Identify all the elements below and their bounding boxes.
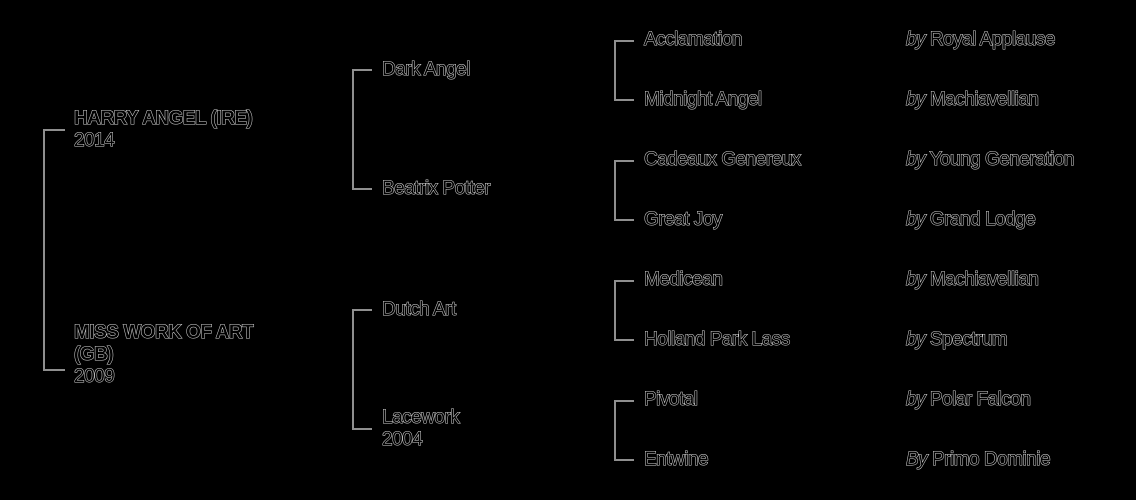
connector-ggp-3: [614, 160, 634, 162]
connector-ggp-4: [614, 219, 634, 221]
great-grandparent-5-sire: by Machiavellian: [905, 269, 1039, 291]
connector-ggp-2: [614, 99, 634, 101]
great-grandparent-8-sire: By Primo Dominie: [905, 449, 1051, 471]
grandparent-4-name: Lacework: [381, 407, 460, 429]
sire-name: Machiavellian: [929, 89, 1039, 111]
connector-parent-2: [43, 369, 65, 371]
connector-parent-1: [43, 129, 65, 131]
connector-ggp-group-3-vertical: [614, 280, 616, 341]
connector-gp-3: [352, 309, 372, 311]
by-label: by: [905, 269, 926, 291]
sire-name: Spectrum: [929, 329, 1008, 351]
connector-parents-vertical: [43, 129, 45, 371]
by-label: by: [905, 29, 926, 51]
great-grandparent-6-sire: by Spectrum: [905, 329, 1008, 351]
great-grandparent-6-name: Holland Park Lass: [644, 329, 791, 351]
connector-ggp-8: [614, 459, 634, 461]
connector-ggp-group-1-vertical: [614, 40, 616, 101]
by-label: by: [905, 89, 926, 111]
by-label: By: [905, 449, 928, 471]
sire-name: Royal Applause: [929, 29, 1056, 51]
great-grandparent-1-sire: by Royal Applause: [905, 29, 1056, 51]
connector-ggp-group-4-vertical: [614, 400, 616, 461]
connector-ggp-7: [614, 400, 634, 402]
great-grandparent-8-name: Entwine: [643, 449, 709, 471]
sire-name: Young Generation: [929, 149, 1075, 171]
connector-gp-4: [352, 428, 372, 430]
by-label: by: [905, 329, 926, 351]
sire-name: Primo Dominie: [931, 449, 1051, 471]
parent-dam-name-line-1: MISS WORK OF ART: [73, 322, 254, 344]
parent-sire-year: 2014: [73, 130, 115, 152]
great-grandparent-3-name: Cadeaux Genereux: [644, 149, 802, 171]
great-grandparent-1-name: Acclamation: [644, 29, 744, 51]
parent-sire-name: HARRY ANGEL (IRE): [73, 108, 253, 130]
by-label: by: [905, 149, 926, 171]
sire-name: Polar Falcon: [929, 389, 1031, 411]
connector-gp-group-1-vertical: [352, 69, 354, 190]
connector-ggp-group-2-vertical: [614, 160, 616, 221]
parent-dam: MISS WORK OF ART (GB) 2009: [73, 322, 254, 388]
grandparent-1-name: Dark Angel: [382, 59, 471, 81]
grandparent-2-name: Beatrix Potter: [381, 178, 491, 200]
sire-name: Grand Lodge: [929, 209, 1036, 231]
great-grandparent-7-sire: by Polar Falcon: [905, 389, 1031, 411]
great-grandparent-5-name: Medicean: [643, 269, 723, 291]
great-grandparent-4-name: Great Joy: [644, 209, 723, 231]
grandparent-3-name: Dutch Art: [382, 299, 457, 321]
by-label: by: [905, 209, 926, 231]
parent-dam-year: 2009: [73, 366, 115, 388]
connector-ggp-6: [614, 339, 634, 341]
parent-dam-name-line-2: (GB): [73, 344, 114, 366]
connector-ggp-1: [614, 40, 634, 42]
great-grandparent-7-name: Pivotal: [644, 389, 699, 411]
connector-gp-group-2-vertical: [352, 309, 354, 430]
connector-gp-1: [352, 69, 372, 71]
great-grandparent-2-sire: by Machiavellian: [905, 89, 1039, 111]
great-grandparent-3-sire: by Young Generation: [905, 149, 1075, 171]
sire-name: Machiavellian: [929, 269, 1039, 291]
grandparent-4-year: 2004: [381, 429, 423, 451]
grandparent-4: Lacework 2004: [381, 407, 460, 451]
connector-gp-2: [352, 188, 372, 190]
by-label: by: [905, 389, 926, 411]
parent-sire: HARRY ANGEL (IRE) 2014: [73, 108, 253, 152]
connector-ggp-5: [614, 280, 634, 282]
great-grandparent-2-name: Midnight Angel: [644, 89, 763, 111]
great-grandparent-4-sire: by Grand Lodge: [905, 209, 1036, 231]
